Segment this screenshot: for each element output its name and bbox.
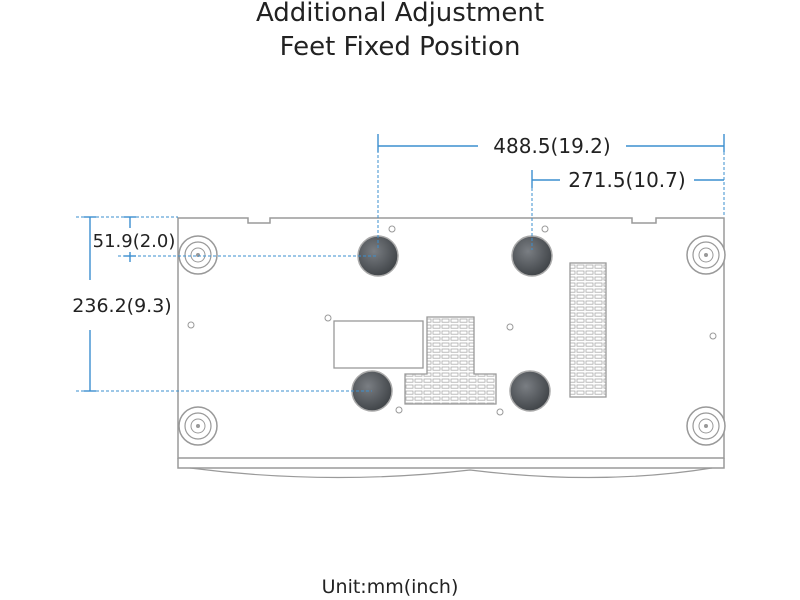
corner-foot-bottom-left xyxy=(178,406,218,446)
unit-note: Unit:mm(inch) xyxy=(321,576,459,598)
diagram-title-line-1: Additional Adjustment xyxy=(255,0,545,28)
diagram-title-line-2: Feet Fixed Position xyxy=(279,32,521,62)
dimension-height-total: 236.2(9.3) xyxy=(72,295,171,317)
corner-foot-top-right xyxy=(686,235,726,275)
dimension-width-total: 488.5(19.2) xyxy=(493,134,610,158)
side-vent xyxy=(569,262,607,398)
screw-holes xyxy=(187,225,717,416)
label-plate xyxy=(333,320,424,369)
dimension-width-inner: 271.5(10.7) xyxy=(568,168,685,192)
center-vent xyxy=(404,316,497,405)
corner-foot-top-left xyxy=(178,235,218,275)
corner-foot-bottom-right xyxy=(686,406,726,446)
adjustment-foot-4 xyxy=(509,370,551,412)
device-body xyxy=(177,217,725,479)
dimension-lines xyxy=(84,134,725,392)
dimension-top-offset: 51.9(2.0) xyxy=(93,231,176,252)
adjustment-foot-2 xyxy=(511,235,553,277)
